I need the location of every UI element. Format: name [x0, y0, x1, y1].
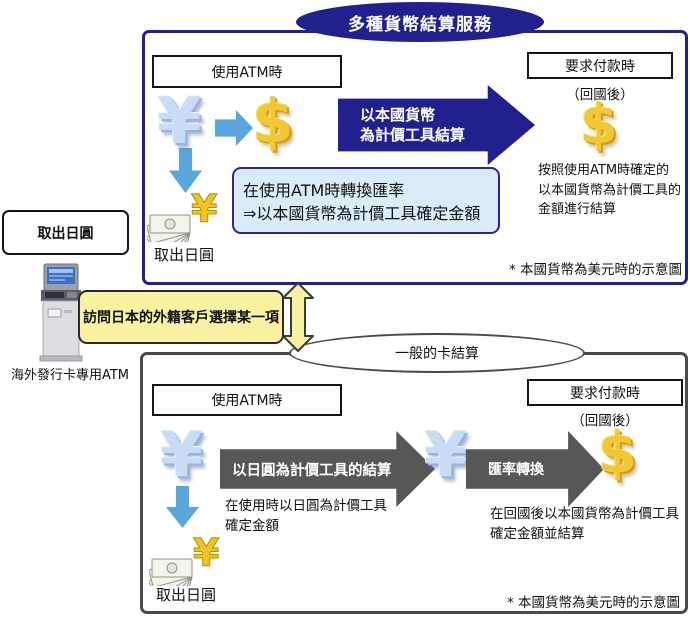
bottom-withdraw-yen-caption: 取出日圓	[156, 586, 217, 604]
top-atm-time-label: 使用ATM時	[211, 64, 283, 81]
yen-icon: ¥	[424, 418, 468, 491]
top-withdraw-yen-caption: 取出日圓	[154, 246, 215, 264]
bottom-usage-description: 在使用時以日圓為計價工具 確定金額	[225, 497, 435, 536]
bottom-return-description: 在回國後以本國貨幣為計價工具 確定金額並結算	[490, 505, 690, 544]
regular-card-title: 一般的卡結算	[395, 346, 479, 362]
bottom-after-return-label: （回國後）	[571, 413, 639, 429]
bottom-usage-description-line1: 在使用時以日圓為計價工具	[225, 498, 387, 514]
settle-home-currency-arrow-line1: 以本國貨幣	[360, 106, 436, 124]
dollar-icon: $	[598, 421, 637, 486]
top-atm-time-box: 使用ATM時	[152, 55, 342, 88]
rate-note-line1: 在使用ATM時轉換匯率	[243, 181, 405, 200]
dollar-icon: $	[252, 87, 294, 157]
dollar-icon: $	[580, 93, 618, 156]
regular-card-title-ellipse: 一般的卡結算	[289, 333, 585, 373]
bottom-return-description-line2: 確定金額並結算	[490, 525, 585, 542]
top-payment-time-box: 要求付款時	[527, 52, 673, 79]
up-down-arrow-icon	[282, 282, 314, 352]
settle-home-currency-arrow-line2: 為計價工具結算	[360, 126, 466, 144]
withdraw-yen-box-label: 取出日圓	[37, 225, 94, 242]
top-payment-time-label: 要求付款時	[565, 58, 635, 75]
bottom-payment-time-box: 要求付款時	[527, 379, 683, 406]
yen-icon: ¥	[157, 85, 202, 159]
bottom-atm-time-box: 使用ATM時	[152, 384, 342, 416]
customer-choice-box: 訪問日本的外籍客戶選擇某一項	[78, 290, 284, 344]
yen-banknotes-icon: ¥	[147, 187, 218, 242]
atm-caption: 海外發行卡專用ATM	[10, 368, 130, 383]
top-settlement-description-line1: 按照使用ATM時確定的	[538, 163, 670, 178]
bottom-atm-time-label: 使用ATM時	[211, 393, 283, 409]
bottom-usage-description-line2: 確定金額	[225, 517, 279, 534]
top-settlement-description-line3: 金額進行結算	[538, 202, 617, 217]
top-after-return-label: （回國後）	[566, 87, 634, 103]
gold-yen-glyph: ¥	[191, 187, 217, 231]
yen-denominated-settlement-arrow-label: 以日圓為計價工具的結算	[232, 462, 392, 479]
top-settlement-description-line2: 以本國貨幣為計價工具的	[538, 182, 682, 198]
bottom-payment-time-label: 要求付款時	[570, 385, 640, 402]
top-settlement-description: 按照使用ATM時確定的 以本國貨幣為計價工具的 金額進行結算	[538, 161, 690, 220]
gold-yen-glyph: ¥	[193, 531, 219, 575]
atm-machine-icon	[39, 263, 83, 362]
withdraw-yen-box: 取出日圓	[2, 210, 129, 255]
rate-note-line2: ⇒以本國貨幣為計價工具確定金額	[243, 204, 481, 223]
multi-currency-title: 多種貨幣結算服務	[348, 14, 492, 35]
multi-currency-title-ellipse: 多種貨幣結算服務	[296, 2, 544, 42]
bottom-footnote: * 本國貨幣為美元時的示意圖	[506, 595, 680, 611]
rate-conversion-note: 在使用ATM時轉換匯率 ⇒以本國貨幣為計價工具確定金額	[232, 167, 500, 234]
customer-choice-label: 訪問日本的外籍客戶選擇某一項	[83, 310, 279, 326]
yen-icon: ¥	[160, 418, 204, 491]
top-footnote: * 本國貨幣為美元時的示意圖	[508, 262, 682, 278]
rate-conversion-arrow-label: 匯率轉換	[488, 462, 544, 478]
bottom-return-description-line1: 在回國後以本國貨幣為計價工具	[490, 506, 679, 522]
yen-banknotes-icon: ¥	[149, 531, 220, 586]
